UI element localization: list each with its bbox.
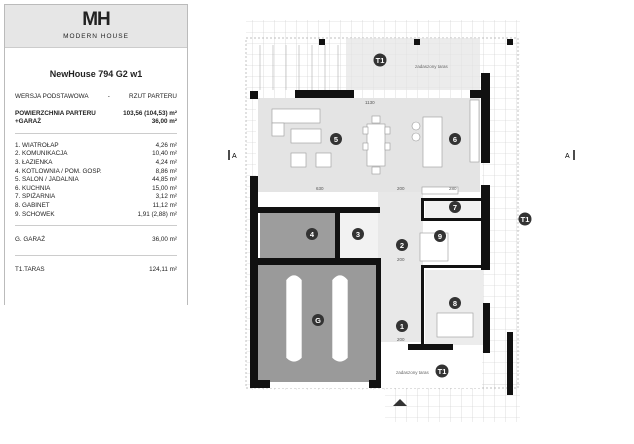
room-row: 7. SPIŻARNIA 3,12 m²	[5, 193, 187, 202]
terrace-right-number: T1	[521, 215, 530, 224]
room-3-badge	[352, 228, 364, 240]
room-row-value: 4,26 m²	[155, 141, 177, 149]
room-row: 5. SALON / JADALNIA 44,85 m²	[5, 176, 187, 185]
terrace-label: T1.TARAS	[15, 265, 45, 273]
room-8-badge	[449, 297, 461, 309]
garage-value: 36,00 m²	[152, 236, 177, 244]
room-row: 4. KOTLOWNIA / POM. GOSP. 8,86 m²	[5, 168, 187, 177]
garage-badge	[312, 314, 324, 326]
room-2-badge	[396, 239, 408, 251]
room-6-number: 6	[453, 135, 457, 144]
room-row-label: 8. GABINET	[15, 201, 50, 209]
project-title: NewHouse 794 G2 w1	[49, 69, 143, 79]
room-7-number: 7	[453, 203, 457, 212]
version-label: WERSJA PODSTAWOWA	[15, 93, 89, 100]
dim-entry: 200	[397, 337, 405, 342]
room-4-badge	[306, 228, 318, 240]
furniture	[271, 99, 480, 363]
room-row-value: 4,24 m²	[155, 158, 177, 166]
room-7-badge	[449, 201, 461, 213]
brand-name: MODERN HOUSE	[63, 33, 129, 40]
room-row-label: 5. SALON / JADALNIA	[15, 176, 79, 184]
room-row-label: 3. ŁAZIENKA	[15, 158, 53, 166]
column	[414, 39, 420, 45]
terrace-row: T1.TARAS 124,11 m²	[5, 266, 187, 275]
column	[319, 39, 325, 45]
section-marker-left: A	[232, 153, 237, 160]
brand-header: MH MODERN HOUSE	[5, 5, 187, 48]
covered-terrace	[346, 38, 480, 90]
room-8-number: 8	[453, 299, 457, 308]
dim-width-top: 1130	[365, 100, 375, 105]
room-row-label: 6. KUCHNIA	[15, 184, 51, 192]
room-4-number: 4	[310, 230, 315, 239]
room-row-label: 9. SCHOWEK	[15, 210, 55, 218]
room-row-label: 2. KOMUNIKACJA	[15, 150, 68, 158]
room-row-value: 15,00 m²	[152, 184, 177, 192]
room-6-badge	[449, 133, 461, 145]
dim-hall: 200	[397, 257, 405, 262]
garage-label: G. GARAŻ	[15, 236, 46, 244]
terrace-front-number: T1	[438, 367, 447, 376]
area-row-label: POWIERZCHNIA PARTERU	[15, 109, 96, 117]
terrace-right-badge	[518, 212, 532, 226]
room-row: 9. SCHOWEK 1,91 (2,88) m²	[5, 211, 187, 220]
dim-living-mid: 200	[397, 186, 405, 191]
steps	[259, 45, 339, 90]
room-2-number: 2	[400, 241, 404, 250]
area-row-value: 103,56 (104,53) m²	[123, 109, 177, 117]
version-sep: -	[107, 93, 110, 100]
divider	[15, 254, 177, 256]
room-row: 8. GABINET 11,12 m²	[5, 202, 187, 211]
room-row: 2. KOMUNIKACJA 10,40 m²	[5, 150, 187, 159]
terrace-value: 124,11 m²	[149, 265, 177, 273]
divider	[15, 132, 177, 134]
info-panel: MH MODERN HOUSE NewHouse 794 G2 w1 WERSJ…	[4, 4, 188, 305]
dim-kitchen: 280	[449, 186, 457, 191]
walls	[250, 73, 513, 395]
room-row: 6. KUCHNIA 15,00 m²	[5, 185, 187, 194]
room-5-number: 5	[334, 135, 338, 144]
garage-row: G. GARAŻ 36,00 m²	[5, 236, 187, 245]
room-9-number: 9	[438, 232, 442, 241]
divider	[15, 225, 177, 227]
room-row-label: 1. WIATROŁAP	[15, 141, 59, 149]
room-row-value: 3,12 m²	[155, 193, 177, 201]
room-1-number: 1	[400, 322, 404, 331]
room-3-number: 3	[356, 230, 360, 239]
room-row-label: 4. KOTLOWNIA / POM. GOSP.	[15, 167, 102, 175]
terrace-top-number: T1	[376, 56, 385, 65]
room-5-badge	[330, 133, 342, 145]
room-9-badge	[434, 230, 446, 242]
room-row-value: 10,40 m²	[152, 150, 177, 158]
plan-type: RZUT PARTERU	[129, 93, 177, 100]
area-row-value: 36,00 m²	[151, 118, 177, 126]
room-row-label: 7. SPIŻARNIA	[15, 193, 56, 201]
garage-number: G	[315, 316, 321, 325]
terrace-top-badge	[373, 53, 387, 67]
room-row-value: 11,12 m²	[152, 201, 177, 209]
logo: MH	[82, 9, 111, 30]
room-hall	[378, 192, 423, 342]
area-row: +GARAŻ 36,00 m²	[5, 118, 187, 127]
version-row: WERSJA PODSTAWOWA - RZUT PARTERU	[5, 93, 187, 102]
room-row-value: 8,86 m²	[155, 167, 177, 175]
terrace-front-badge	[435, 364, 449, 378]
dim-living-left: 630	[316, 186, 324, 191]
entrance-arrow-icon	[393, 399, 407, 406]
column	[507, 39, 513, 45]
section-marker-right: A	[565, 153, 570, 160]
room-row: 1. WIATROŁAP 4,26 m²	[5, 142, 187, 151]
room-1-badge	[396, 320, 408, 332]
room-row-value: 44,85 m²	[152, 176, 177, 184]
area-row: POWIERZCHNIA PARTERU 103,56 (104,53) m²	[5, 110, 187, 119]
covered-terrace-label-front: zadaszony taras	[396, 370, 430, 375]
room-boiler	[260, 213, 335, 258]
covered-terrace-label: zadaszony taras	[415, 64, 449, 69]
room-row: 3. ŁAZIENKA 4,24 m²	[5, 159, 187, 168]
area-row-label: +GARAŻ	[15, 118, 42, 126]
room-row-value: 1,91 (2,88) m²	[137, 210, 177, 218]
